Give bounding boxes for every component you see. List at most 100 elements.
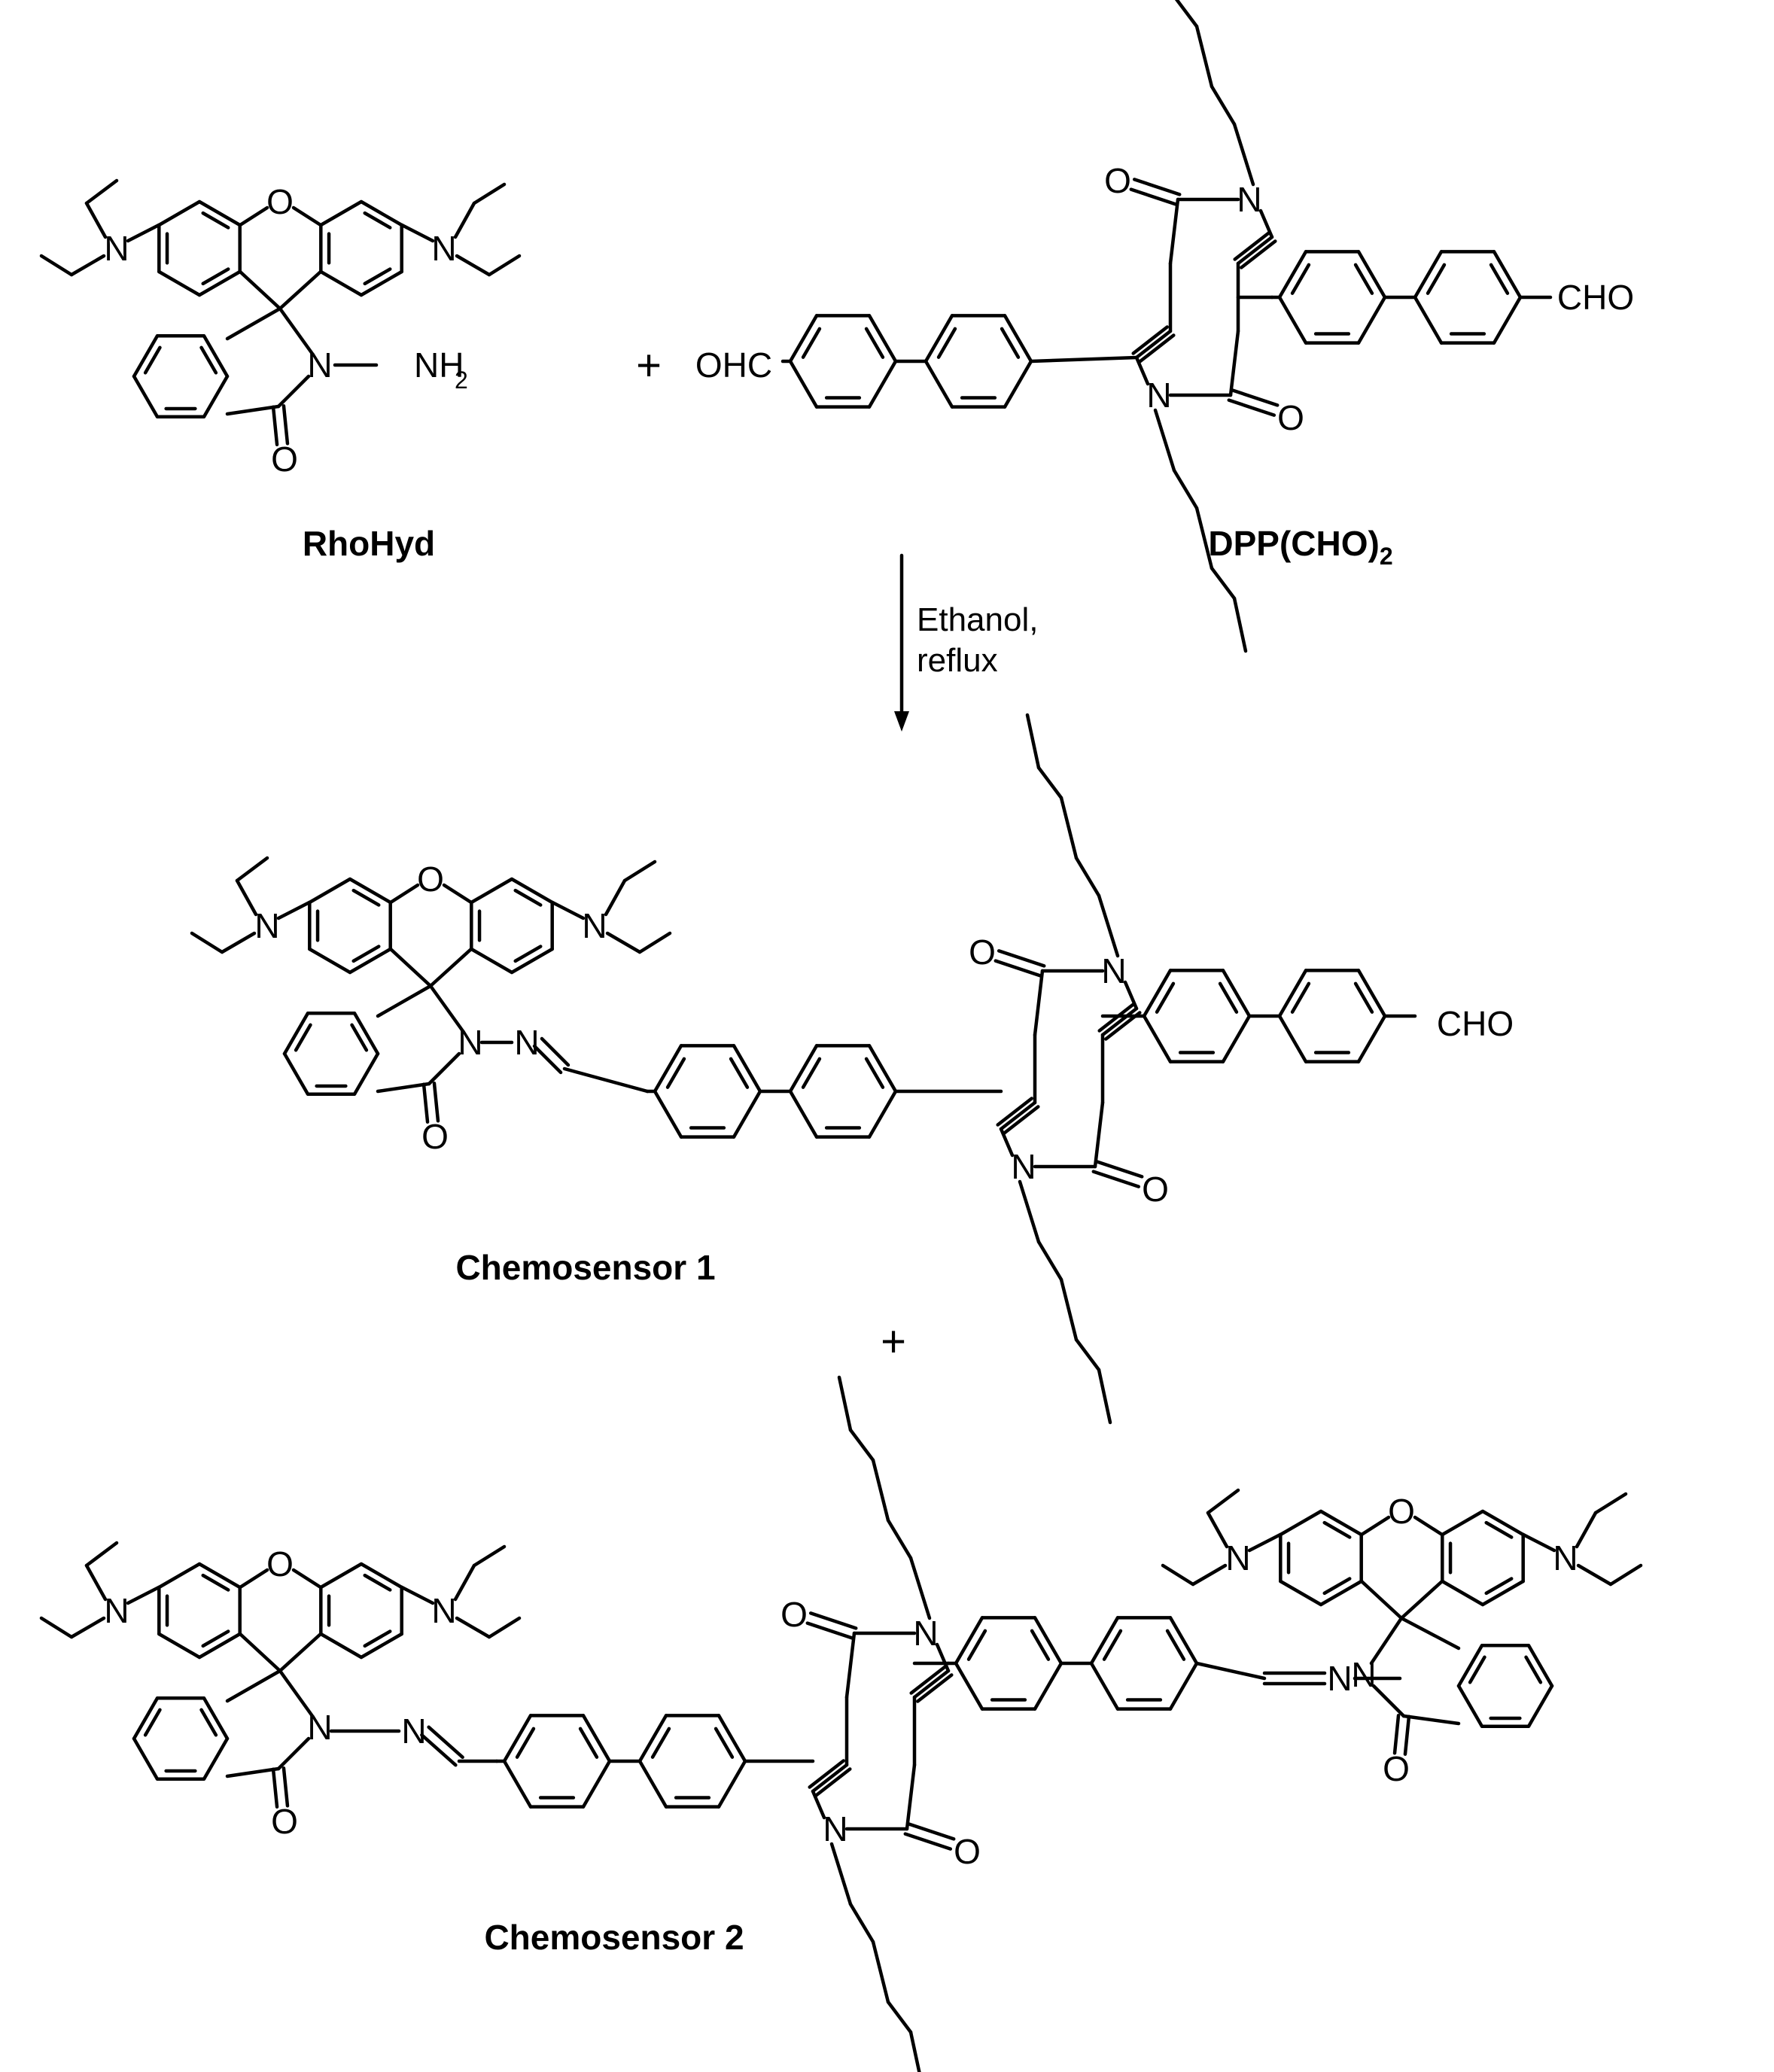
cs1-lactam-bond (376, 1082, 431, 1094)
dpp-core-dbl (1233, 231, 1270, 261)
cs2l-xanthene-ring (197, 1562, 242, 1590)
cs2l-ethyl-bond (84, 1541, 119, 1568)
cs2r-spiro-bond (1399, 1579, 1444, 1620)
cs2r-amine-n-right: N (1553, 1538, 1578, 1578)
cs1-xanthene-ring (470, 947, 514, 975)
cs2r-ethyl-bond (1576, 1563, 1613, 1587)
cs2l-xanthene-ring (359, 1562, 403, 1590)
aromatic-inner-bond (363, 267, 392, 286)
cs2r-ethyl-bond (1593, 1492, 1628, 1515)
rhohyd-ethyl-bond (84, 178, 119, 205)
rhohyd-xanthene-ring (197, 199, 242, 227)
aromatic-inner-bond (729, 1057, 750, 1089)
dpp-left-phenyl-ring (924, 314, 954, 364)
cs1-pentyl-chain (1059, 796, 1079, 860)
cs1-imine-n: N (514, 1023, 539, 1062)
cs1-carbonyl-bond (997, 949, 1046, 968)
cs2r-carbonyl-bond (1392, 1714, 1401, 1755)
cs1-core-bond (1123, 980, 1139, 1011)
cs2-core-bond (844, 1631, 857, 1699)
cs1-lactam-bond (427, 1051, 461, 1086)
cs1-lactam-n-bottom: N (1011, 1147, 1036, 1186)
dpp-pentyl-chain (1210, 84, 1237, 126)
cs1-n-aryl-bond (276, 900, 312, 920)
cs2-right-phenyl-ring (1089, 1661, 1120, 1711)
cs2-core-bond (912, 1669, 951, 1699)
cs1-core-bond (1100, 1006, 1139, 1037)
cs2r-benzo-ring (1456, 1644, 1484, 1688)
cs2l-xanthene-ring (359, 1632, 403, 1660)
cs1-left-phenyl-ring (788, 1044, 819, 1094)
cs2-imine-n-left: N (401, 1711, 426, 1751)
cs2-pentyl-chain (829, 1842, 853, 1906)
cs2-pentyl-chain (848, 1902, 875, 1944)
cs2-pentyl-chain (848, 1428, 875, 1462)
cs1-left-phenyl-ring (732, 1089, 762, 1139)
aromatic-inner-bond (143, 345, 162, 375)
dpp-core-bond (1168, 197, 1180, 266)
dpp-left-phenyl-ring (788, 359, 819, 409)
cs2l-xanthene-ring (157, 1562, 202, 1590)
cs2-carbonyl-bond (903, 1832, 953, 1851)
aromatic-inner-bond (350, 1023, 369, 1052)
aromatic-inner-bond (363, 211, 392, 230)
cs1-xanthene-ring (510, 947, 554, 975)
rhohyd-lactam-bond (225, 404, 281, 416)
dpp-core-bond (1258, 208, 1274, 239)
chemosensor-2-label: Chemosensor 2 (484, 1918, 744, 1957)
cs2r-ether-bond (1359, 1515, 1391, 1537)
plus-sign-products: + (881, 1317, 906, 1366)
rhohyd-xanthene-ring (359, 269, 403, 297)
cs2-lactam-n-bottom: N (823, 1809, 847, 1848)
cs1-right-phenyl-ring (1356, 969, 1387, 1018)
cs2l-benzo-ring (202, 1736, 230, 1781)
cs2r-lactam-bond (1401, 1714, 1461, 1726)
aromatic-inner-bond (201, 1573, 230, 1592)
rhohyd-benzo-ring (132, 374, 160, 418)
cs2r-xanthene-ring (1480, 1579, 1525, 1607)
cs2r-ethyl-bond (1206, 1511, 1229, 1549)
cs2-right-phenyl-ring (954, 1616, 984, 1666)
cs1-pentyl-chain (1036, 765, 1063, 800)
aromatic-inner-bond (1155, 981, 1176, 1014)
cs2l-lactam-bond (225, 1669, 282, 1703)
cs2l-xanthene-oxygen: O (266, 1544, 294, 1584)
cs2r-xanthene-oxygen: O (1388, 1492, 1415, 1531)
dpp-core-dbl (1138, 333, 1176, 364)
aromatic-inner-bond (513, 945, 543, 963)
cs1-carbonyl-bond (432, 1082, 440, 1123)
cs2r-xanthene-ring (1480, 1509, 1525, 1537)
dpp-right-phenyl-ring (1492, 295, 1523, 345)
aromatic-inner-bond (1218, 981, 1239, 1014)
cs2r-benzo-ring (1526, 1684, 1554, 1728)
cs1-xanthene-ring (510, 877, 554, 905)
cs1-benzo-ring (352, 1051, 380, 1096)
cs2r-lactam-bond (1371, 1684, 1406, 1718)
cs1-hydrazide-n: N (458, 1023, 482, 1062)
aromatic-inner-bond (1426, 263, 1447, 295)
dpp-left-phenyl-ring (1003, 314, 1033, 364)
cs2-carbonyl-bond (805, 1621, 855, 1640)
cs2-left-phenyl-ring (717, 1714, 747, 1763)
cs2-right-phenyl-ring (1089, 1616, 1120, 1666)
aromatic-inner-bond (1102, 1629, 1123, 1661)
aromatic-inner-bond (1000, 327, 1021, 359)
cs2-imine-n-right: N (1327, 1659, 1352, 1698)
aromatic-inner-bond (1484, 1577, 1514, 1596)
cs2-left-phenyl-ring (502, 1759, 533, 1809)
cs2l-xanthene-ring (319, 1632, 364, 1660)
cs1-carbonyl-o-bottom: O (1142, 1170, 1169, 1209)
rhohyd-benzo-ring (132, 334, 160, 379)
condition-reflux: reflux (917, 642, 998, 679)
cs1-left-phenyl-ring (653, 1089, 683, 1139)
dpp-right-phenyl-ring (1277, 250, 1308, 300)
cs2r-xanthene-ring (1319, 1509, 1363, 1537)
aromatic-inner-bond (1489, 263, 1510, 295)
cs2-left-phenyl-ring (502, 1714, 533, 1763)
dpp-pentyl-chain (1232, 596, 1248, 653)
rhohyd-carbonyl-bond (281, 404, 290, 446)
cs1-lactam-n-top: N (1101, 951, 1126, 990)
rhohyd-carbonyl-bond (271, 405, 279, 446)
cs1-xanthene-ring (470, 877, 514, 905)
rhohyd-ethyl-bond (455, 254, 491, 277)
